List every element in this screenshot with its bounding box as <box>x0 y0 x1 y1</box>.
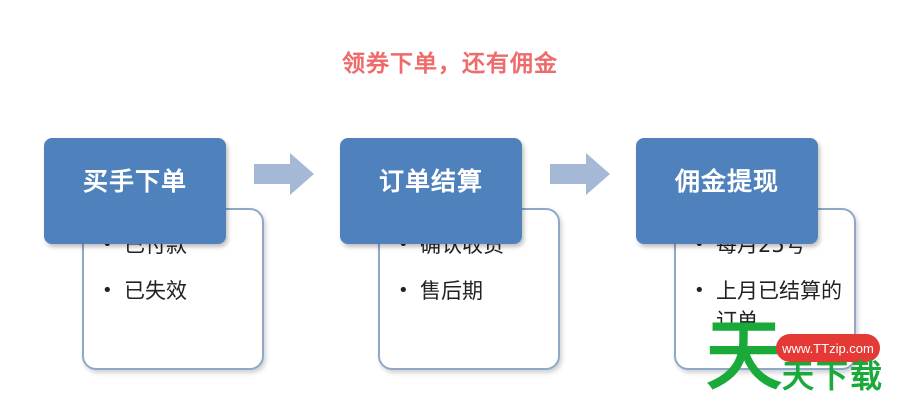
watermark-logo-char: 天 <box>706 311 782 400</box>
arrow-shape <box>254 153 314 195</box>
bullet-icon: • <box>102 234 113 255</box>
page-title: 领券下单，还有佣金 <box>342 51 558 77</box>
watermark-logo-text: 天下载 <box>782 357 885 395</box>
bullet-icon: • <box>398 280 409 301</box>
step-header: 买手下单 <box>44 138 226 244</box>
right-arrow-icon <box>254 153 314 195</box>
arrow-shape <box>550 153 610 195</box>
list-item-text: 已失效 <box>124 279 187 303</box>
bullet-icon: • <box>694 234 705 255</box>
bullet-icon: • <box>102 280 113 301</box>
list-item-text: 上月已结算的订单 <box>716 279 842 333</box>
right-arrow-icon <box>550 153 610 195</box>
watermark-url-badge: www.TTzip.com <box>776 334 880 362</box>
bullet-icon: • <box>694 280 705 301</box>
bullet-icon: • <box>398 234 409 255</box>
step-header: 订单结算 <box>340 138 522 244</box>
list-item: • 售后期 <box>398 276 548 306</box>
list-item-text: 售后期 <box>420 279 483 303</box>
step-order-settlement: • 确认收货 • 售后期 订单结算 <box>340 138 570 378</box>
list-item: • 上月已结算的订单 <box>694 276 844 336</box>
step-header: 佣金提现 <box>636 138 818 244</box>
step-buyer-order: • 已付款 • 已失效 买手下单 <box>44 138 274 378</box>
list-item: • 已失效 <box>102 276 252 306</box>
